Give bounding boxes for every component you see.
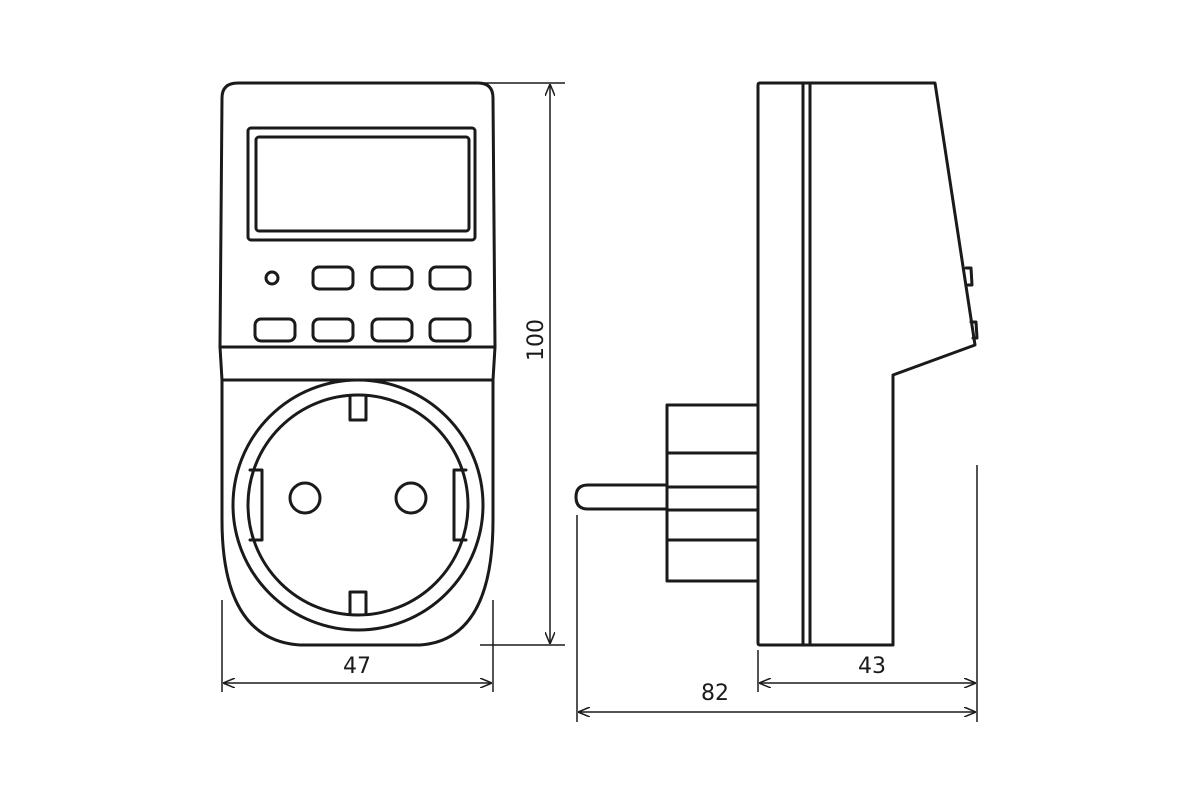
side-body-outline: [756, 81, 977, 647]
dimension-height: 100: [480, 82, 565, 646]
plug: [574, 403, 760, 583]
depth-body-label: 43: [858, 654, 886, 679]
side-button-icon: [969, 320, 979, 340]
front-body-outline: [218, 81, 497, 647]
timer-button[interactable]: [428, 317, 472, 343]
display-bezel: [246, 126, 477, 242]
width-label: 47: [343, 654, 371, 679]
indicator-led-icon: [264, 270, 280, 286]
button-row-2: [253, 317, 472, 343]
timer-button[interactable]: [311, 265, 355, 291]
side-button-icon: [964, 266, 974, 287]
socket-pin-hole: [394, 481, 428, 515]
button-row-1: [311, 265, 472, 291]
dimension-width: 47: [221, 600, 494, 692]
timer-button[interactable]: [428, 265, 472, 291]
front-view: [218, 81, 497, 647]
socket-outlet: [231, 378, 485, 632]
dimension-depth-total: 82: [576, 515, 975, 722]
depth-total-label: 82: [701, 681, 729, 706]
lcd-display: [254, 135, 471, 233]
timer-button[interactable]: [370, 317, 414, 343]
side-view: [574, 81, 979, 647]
plug-pin: [574, 483, 669, 511]
dimension-depth-body: 43: [757, 465, 978, 722]
socket-pin-hole: [288, 481, 322, 515]
timer-button[interactable]: [253, 317, 297, 343]
timer-button[interactable]: [370, 265, 414, 291]
timer-button[interactable]: [311, 317, 355, 343]
height-label: 100: [524, 319, 549, 361]
